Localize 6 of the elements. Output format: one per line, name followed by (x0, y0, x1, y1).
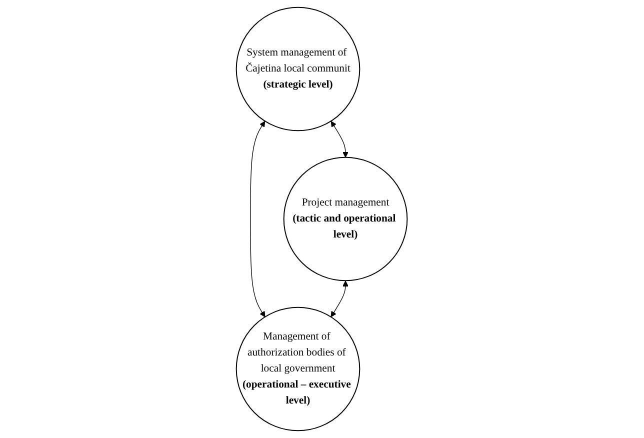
node-circle: System management of Čajetina local communit (strategic level) (236, 6, 360, 132)
arrow (331, 121, 349, 158)
node-circle: Project management (tactic and operational level) (284, 156, 408, 282)
arrow (330, 280, 349, 318)
arrow (250, 121, 266, 318)
node-circle: Management of authorization bodies of local government (operational – executive level) (236, 306, 360, 432)
